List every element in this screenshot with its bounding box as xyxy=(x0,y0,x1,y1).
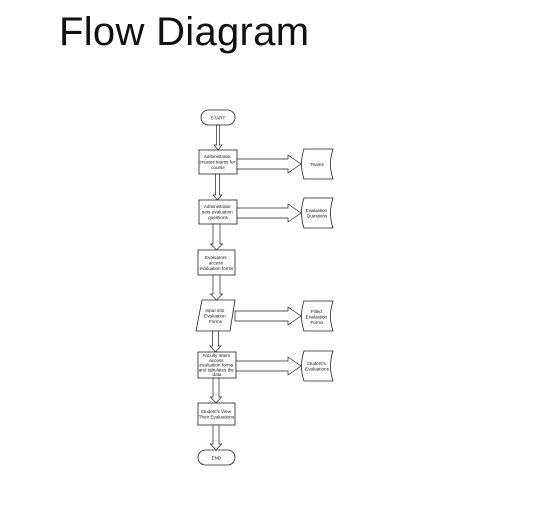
vertical-arrow-step2-to-step3 xyxy=(209,223,224,251)
horizontal-arrow-to-teams xyxy=(236,154,302,174)
vertical-arrow-step5-to-step6 xyxy=(209,377,223,404)
start-terminator: START xyxy=(200,109,236,126)
input-evaluation-forms-label: Input into Evaluation Forms xyxy=(204,308,227,324)
horizontal-arrow-to-student-evaluations xyxy=(235,356,302,376)
end-label: END xyxy=(212,456,222,461)
process-view-evaluations: Student's View Their Evaluations xyxy=(197,402,236,426)
process-create-teams-label: Administrator creates teams for course xyxy=(200,154,237,170)
output-filled-evaluation-forms-label: Filled Evaluation Forms xyxy=(306,309,329,325)
output-student-evaluations-label: Student's Evaluations xyxy=(305,361,329,372)
process-access-forms: Evaluators access evaluation forms xyxy=(197,249,236,276)
end-terminator: END xyxy=(197,449,236,466)
process-set-questions-label: Administrator sets evaluation questions xyxy=(202,204,234,220)
output-filled-evaluation-forms: Filled Evaluation Forms xyxy=(301,300,334,332)
output-teams-label: Teams xyxy=(310,162,324,167)
process-view-evaluations-label: Student's View Their Evaluations xyxy=(199,409,235,420)
slide-title: Flow Diagram xyxy=(59,10,310,54)
process-tabulate-data: Faculty Intern access evaluation forms a… xyxy=(197,351,237,379)
horizontal-arrow-to-filled-forms xyxy=(234,306,302,326)
input-evaluation-forms: Input into Evaluation Forms xyxy=(195,299,236,332)
output-evaluation-questions-label: Evaluation Questions xyxy=(306,208,329,219)
process-set-questions: Administrator sets evaluation questions xyxy=(198,199,238,225)
output-evaluation-questions: Evaluation Questions xyxy=(301,197,334,229)
output-student-evaluations: Student's Evaluations xyxy=(301,350,334,382)
process-create-teams: Administrator creates teams for course xyxy=(198,149,238,175)
vertical-arrow-step1-to-step2 xyxy=(212,173,223,201)
process-access-forms-label: Evaluators access evaluation forms xyxy=(200,255,234,271)
start-label: START xyxy=(211,116,226,121)
horizontal-arrow-to-questions xyxy=(236,203,302,223)
vertical-arrow-step4-to-step5 xyxy=(209,330,222,353)
vertical-arrow-step6-to-end xyxy=(209,424,223,451)
vertical-arrow-start-to-step1 xyxy=(213,124,223,151)
output-teams: Teams xyxy=(301,148,334,180)
process-tabulate-data-label: Faculty Intern access evaluation forms a… xyxy=(199,353,236,377)
vertical-arrow-step3-to-step4 xyxy=(209,274,224,301)
